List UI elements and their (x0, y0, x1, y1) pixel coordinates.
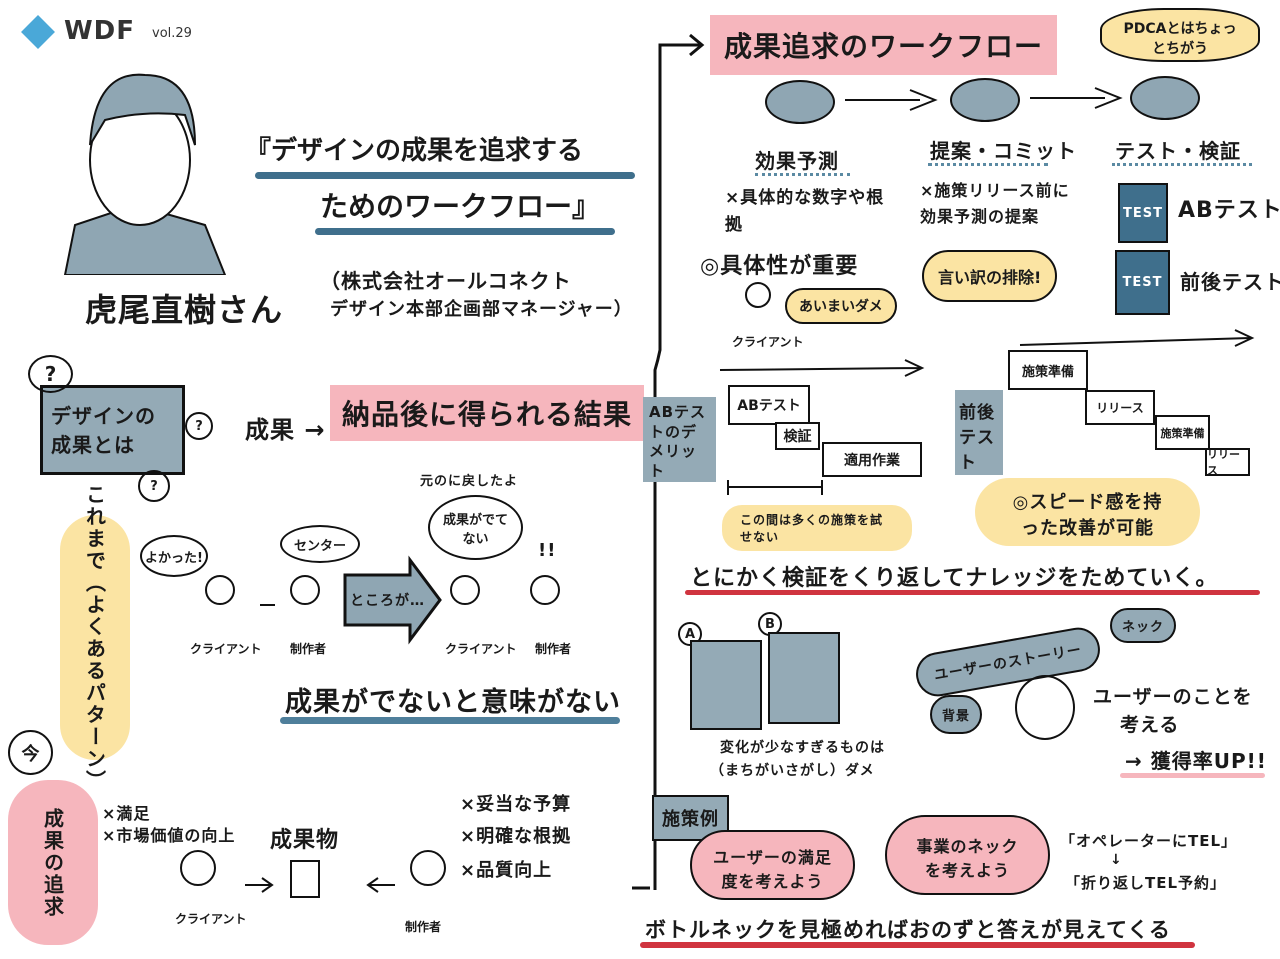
speaker-affiliation-1: （株式会社オールコネクト (320, 269, 572, 293)
step-label-forecast: 効果予測 (755, 149, 839, 173)
background-cloud: 背景 (930, 695, 983, 734)
step-label-commit: 提案・コミット (930, 139, 1077, 163)
question-bubble: ? (28, 355, 73, 393)
before-after-label: 前後テスト (955, 390, 1003, 475)
maker-item: ×品質向上 (460, 860, 553, 881)
release-bar: リリース (1205, 448, 1250, 477)
ab-test-bar: ABテスト (728, 385, 810, 425)
client-label: クライアント (190, 642, 262, 656)
before-after-test-label: 前後テスト (1180, 270, 1280, 294)
vol-number: vol.29 (152, 26, 192, 41)
client-label: クライアント (445, 642, 517, 656)
outcome-term: 成果 → (245, 416, 326, 444)
outcome-pursuit-cloud: 成果の追求 (8, 780, 98, 945)
variant-b-mockup (768, 632, 840, 724)
think-user-1: ユーザーのことを (1093, 686, 1253, 708)
person-figure (180, 850, 216, 886)
think-user-2: 考える (1120, 714, 1180, 736)
person-figure (205, 575, 235, 605)
step-label-test: テスト・検証 (1115, 139, 1241, 163)
document-stack-icon (290, 860, 320, 898)
outcome-definition: 納品後に得られる結果 (330, 385, 645, 441)
variant-a-mockup (690, 640, 762, 730)
past-pattern-label: これまで（よくあるパターン） (82, 483, 107, 792)
now-bubble: 今 (8, 730, 53, 775)
person-figure (290, 575, 320, 605)
maker-label: 制作者 (535, 642, 572, 656)
product-label: 成果物 (270, 828, 340, 853)
step-circle (1130, 76, 1200, 120)
maker-item: ×明確な根拠 (460, 826, 572, 847)
maker-label: 制作者 (290, 642, 327, 656)
variant-note-1: 変化が少なすぎるものは (720, 740, 885, 756)
prep-bar: 施策準備 (1155, 415, 1210, 450)
down-arrow: ↓ (1110, 852, 1123, 868)
no-excuses-bubble: 言い訳の排除! (922, 250, 1058, 302)
past-pattern-cloud: これまで（よくあるパターン） (60, 484, 130, 792)
business-neck-cloud: 事業のネックを考えよう (885, 815, 1050, 895)
test-tag: TEST (1115, 250, 1170, 315)
person-figure (530, 575, 560, 605)
question-bubble: ? (185, 412, 213, 440)
forecast-note: ×具体的な数字や根拠 (725, 188, 885, 236)
prep-bar: 施策準備 (1008, 350, 1088, 390)
maker-item: ×妥当な予算 (460, 794, 572, 815)
speed-improvement-note: ◎スピード感を持った改善が可能 (975, 478, 1200, 546)
speaker-portrait (45, 65, 235, 276)
bottleneck-conclusion: ボトルネックを見極めればおのずと答えが見えてくる (645, 918, 1171, 942)
exclaim-mark: !! (538, 540, 557, 561)
speech-bubble: 成果がでてない (428, 495, 523, 560)
however-arrow-label: ところが… (350, 593, 425, 609)
person-figure (450, 575, 480, 605)
ab-test-label: ABテスト (1178, 198, 1280, 223)
user-satisfaction-cloud: ユーザーの満足度を考えよう (690, 830, 855, 900)
vague-no-bubble: あいまいダメ (785, 288, 897, 324)
thinking-person (1015, 675, 1075, 740)
maker-label: 制作者 (405, 920, 442, 934)
design-outcome-box: デザインの成果とは (40, 385, 185, 475)
variant-note-2: （まちがいさがし）ダメ (710, 763, 875, 779)
step-circle (765, 80, 835, 124)
client-label: クライアント (732, 335, 804, 349)
test-tag: TEST (1118, 183, 1168, 243)
step-circle (950, 78, 1020, 122)
logo-text: WDF (64, 16, 136, 46)
callback-reservation: 「折り返しTEL予約」 (1065, 874, 1227, 892)
person-figure (745, 282, 771, 308)
past-conclusion: 成果がでないと意味がない (285, 687, 621, 718)
knowledge-statement: とにかく検証をくり返してナレッジをためていく。 (690, 566, 1219, 591)
title-line-2: ためのワークフロー』 (320, 190, 601, 223)
apply-bar: 適用作業 (822, 442, 922, 477)
title-line-1: 『デザインの成果を追求する (245, 136, 584, 166)
acquisition-up: → 獲得率UP!! (1125, 749, 1267, 773)
release-bar: リリース (1085, 390, 1155, 425)
commit-note: ×施策リリース前に効果予測の提案 (920, 181, 1070, 226)
workflow-title: 成果追求のワークフロー (710, 15, 1058, 75)
speech-bubble: よかった! (140, 535, 208, 577)
operator-tel: 「オペレーターにTEL」 (1060, 832, 1238, 850)
ab-demerit-label: ABテストのデメリット (643, 397, 716, 482)
speaker-name: 虎尾直樹さん (85, 291, 284, 329)
person-figure (410, 850, 446, 886)
shout-text: 元のに戻したよ (420, 474, 519, 489)
verify-bar: 検証 (775, 422, 820, 450)
ab-demerit-note: この間は多くの施策を試せない (722, 505, 912, 551)
forecast-note: ◎具体性が重要 (700, 254, 859, 279)
outcome-pursuit-label: 成果の追求 (40, 807, 65, 918)
pdca-note-bubble: PDCAとはちょっとちがう (1100, 8, 1260, 62)
speech-bubble: センター (280, 525, 360, 563)
question-bubble: ? (138, 470, 170, 502)
speaker-affiliation-2: デザイン本部企画部マネージャー） (330, 299, 633, 320)
client-item: ×市場価値の向上 (102, 826, 236, 845)
client-item: ×満足 (102, 804, 151, 823)
client-label: クライアント (175, 912, 247, 926)
neck-cloud: ネック (1110, 608, 1177, 643)
